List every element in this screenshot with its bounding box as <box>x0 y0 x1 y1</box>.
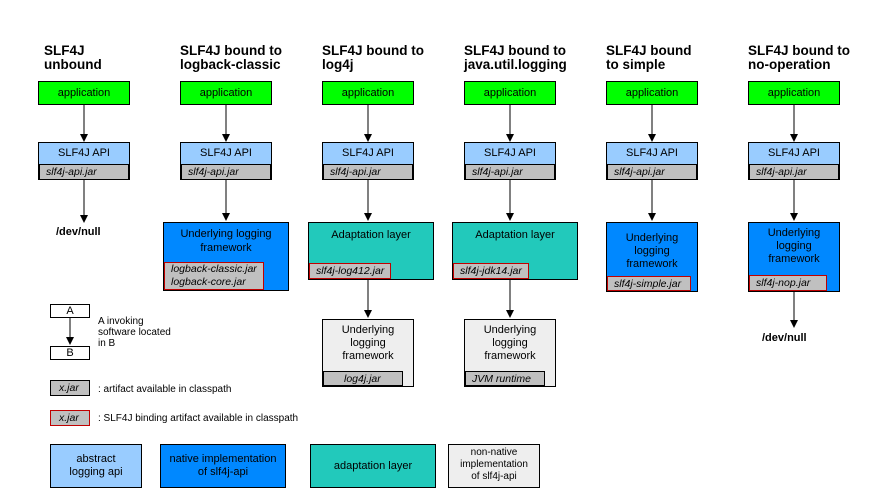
slf4j-api-box: SLF4J API slf4j-api.jar <box>606 142 698 180</box>
underlying-framework-box: Underlying logging framework log4j.jar <box>322 319 414 387</box>
devnull-label: /dev/null <box>762 332 807 344</box>
slf4j-api-box: SLF4J API slf4j-api.jar <box>38 142 130 180</box>
native-framework-box: Underlying logging framework logback-cla… <box>163 222 289 291</box>
under-label: Underlying <box>483 324 537 336</box>
under-label: framework <box>484 350 536 362</box>
api-jar: slf4j-api.jar <box>465 164 555 180</box>
swatch-label: logging api <box>69 466 123 478</box>
title-line: SLF4J bound to <box>748 43 850 58</box>
slf4j-api-box: SLF4J API slf4j-api.jar <box>180 142 272 180</box>
title-line: no-operation <box>748 57 831 72</box>
column-title: SLF4J bound to simple <box>606 44 692 72</box>
title-line: SLF4J <box>44 43 85 58</box>
binding-jar: slf4j-log412.jar <box>309 263 391 279</box>
swatch-label: native implementation <box>169 453 277 465</box>
legend-box-b: B <box>50 346 90 360</box>
swatch-label: of slf4j-api <box>471 471 517 482</box>
swatch-label: non-native <box>470 447 518 458</box>
legend-binding-sample: x.jar <box>50 410 90 426</box>
application-box: application <box>606 81 698 105</box>
api-label: SLF4J API <box>200 147 252 159</box>
adapt-label: Adaptation layer <box>331 229 411 241</box>
legend-jar-desc: : artifact available in classpath <box>98 384 232 395</box>
column-title: SLF4J bound to no-operation <box>748 44 850 72</box>
legend-invoke-text: A invoking software located in B <box>98 316 171 349</box>
title-line: to simple <box>606 57 666 72</box>
legend-jar-sample: x.jar <box>50 380 90 396</box>
application-box: application <box>38 81 130 105</box>
application-box: application <box>322 81 414 105</box>
framework-label: framework <box>768 253 820 265</box>
legend-box-a: A <box>50 304 90 318</box>
application-box: application <box>748 81 840 105</box>
under-label: logging <box>350 337 386 349</box>
swatch-label: of slf4j-api <box>197 466 249 478</box>
legend-swatch-adaptation: adaptation layer <box>310 444 436 488</box>
legend-swatch-native: native implementation of slf4j-api <box>160 444 286 488</box>
framework-label: Underlying <box>625 232 679 244</box>
api-jar: slf4j-api.jar <box>749 164 839 180</box>
title-line: SLF4J bound to <box>464 43 566 58</box>
legend-swatch-non-native: non-native implementation of slf4j-api <box>448 444 540 488</box>
api-label: SLF4J API <box>768 147 820 159</box>
swatch-label: adaptation layer <box>333 460 413 472</box>
api-label: SLF4J API <box>342 147 394 159</box>
jar-line: logback-core.jar <box>171 276 246 288</box>
title-line: SLF4J bound to <box>322 43 424 58</box>
api-label: SLF4J API <box>58 147 110 159</box>
title-line: java.util.logging <box>464 57 567 72</box>
slf4j-api-box: SLF4J API slf4j-api.jar <box>322 142 414 180</box>
framework-label: logging <box>776 240 812 252</box>
binding-jar: slf4j-simple.jar <box>607 276 691 291</box>
api-label: SLF4J API <box>626 147 678 159</box>
column-title: SLF4J bound to log4j <box>322 44 424 72</box>
under-label: Underlying <box>341 324 395 336</box>
jar-line: logback-classic.jar <box>171 263 257 275</box>
framework-label: Underlying <box>767 227 821 239</box>
adaptation-layer-box: Adaptation layer slf4j-log412.jar <box>308 222 434 280</box>
column-title: SLF4J unbound <box>44 44 102 72</box>
adaptation-layer-box: Adaptation layer slf4j-jdk14.jar <box>452 222 578 280</box>
native-framework-box: Underlying logging framework slf4j-simpl… <box>606 222 698 292</box>
devnull-label: /dev/null <box>56 226 101 238</box>
api-jar: slf4j-api.jar <box>323 164 413 180</box>
swatch-label: abstract <box>76 453 116 465</box>
legend-line: in B <box>98 338 116 349</box>
under-label: framework <box>342 350 394 362</box>
api-jar: slf4j-api.jar <box>607 164 697 180</box>
legend-line: software located <box>98 327 171 338</box>
framework-label: Underlying logging <box>180 228 272 240</box>
jar: JVM runtime <box>465 371 545 386</box>
legend-swatch-abstract: abstract logging api <box>50 444 142 488</box>
binding-jar: slf4j-jdk14.jar <box>453 263 529 279</box>
application-box: application <box>180 81 272 105</box>
title-line: SLF4J bound to <box>180 43 282 58</box>
api-jar: slf4j-api.jar <box>181 164 271 180</box>
underlying-framework-box: Underlying logging framework JVM runtime <box>464 319 556 387</box>
under-label: logging <box>492 337 528 349</box>
api-label: SLF4J API <box>484 147 536 159</box>
title-line: log4j <box>322 57 354 72</box>
binding-jar: slf4j-nop.jar <box>749 275 827 291</box>
column-title: SLF4J bound to logback-classic <box>180 44 282 72</box>
slf4j-api-box: SLF4J API slf4j-api.jar <box>748 142 840 180</box>
swatch-label: implementation <box>460 459 528 470</box>
title-line: SLF4J bound <box>606 43 692 58</box>
slf4j-api-box: SLF4J API slf4j-api.jar <box>464 142 556 180</box>
api-jar: slf4j-api.jar <box>39 164 129 180</box>
column-title: SLF4J bound to java.util.logging <box>464 44 567 72</box>
framework-label: framework <box>200 242 252 254</box>
application-box: application <box>464 81 556 105</box>
jar: log4j.jar <box>323 371 403 386</box>
legend-line: A invoking <box>98 316 144 327</box>
framework-label: logging <box>634 245 670 257</box>
binding-jar: logback-classic.jar logback-core.jar <box>164 262 264 290</box>
adapt-label: Adaptation layer <box>475 229 555 241</box>
legend-binding-desc: : SLF4J binding artifact available in cl… <box>98 413 299 424</box>
title-line: logback-classic <box>180 57 281 72</box>
native-framework-box: Underlying logging framework slf4j-nop.j… <box>748 222 840 292</box>
framework-label: framework <box>626 258 678 270</box>
title-line: unbound <box>44 57 102 72</box>
